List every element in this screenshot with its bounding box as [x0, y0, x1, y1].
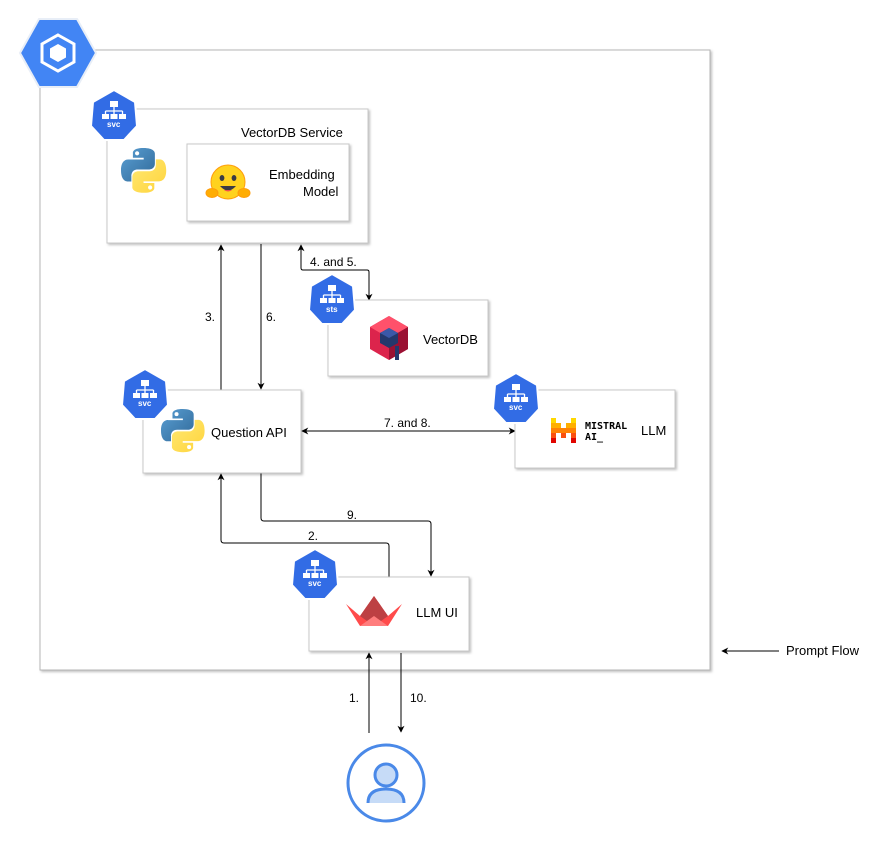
- streamlit-logo-icon: [346, 596, 402, 626]
- step-label-2: 2.: [308, 529, 319, 543]
- arrow-step-2: [217, 473, 390, 577]
- step-label-6: 6.: [266, 310, 277, 324]
- step-label-1: 1.: [349, 691, 360, 705]
- svc-badge-label: svc: [107, 120, 121, 129]
- vectordb-title: VectorDB: [423, 332, 478, 347]
- mistral-brand-line2: AI_: [585, 432, 604, 443]
- legend-prompt-flow-label: Prompt Flow: [786, 643, 859, 658]
- step-label-9: 9.: [347, 508, 358, 522]
- huggingface-logo-icon: [205, 164, 251, 200]
- svc-badge-label: svc: [138, 399, 152, 408]
- llm-box: [514, 389, 676, 469]
- llm-title: LLM: [641, 423, 667, 438]
- connectors: [217, 244, 779, 733]
- embedding-model-title-line1: Embedding: [269, 167, 335, 182]
- vectordb-service-title: VectorDB Service: [241, 125, 343, 140]
- step-label-3: 3.: [205, 310, 216, 324]
- qdrant-logo-icon: [370, 316, 408, 360]
- step-label-10: 10.: [410, 691, 427, 705]
- svc-badge-label: svc: [308, 579, 322, 588]
- mistral-logo-icon: [551, 418, 576, 443]
- svc-badge-label: svc: [509, 403, 523, 412]
- llm-ui-box: [308, 576, 470, 652]
- question-api-title: Question API: [211, 425, 287, 440]
- step-label-4-5: 4. and 5.: [310, 255, 357, 269]
- embedding-model-title-line2: Model: [303, 184, 339, 199]
- arrow-step-4-5: [297, 244, 373, 301]
- sts-badge-label: sts: [326, 305, 338, 314]
- llm-ui-title: LLM UI: [416, 605, 458, 620]
- gke-hexagon-icon: [18, 18, 98, 88]
- mistral-brand-line1: MISTRAL: [585, 421, 628, 432]
- arrow-step-9: [260, 473, 435, 577]
- user-icon: [346, 743, 426, 823]
- step-label-7-8: 7. and 8.: [384, 416, 431, 430]
